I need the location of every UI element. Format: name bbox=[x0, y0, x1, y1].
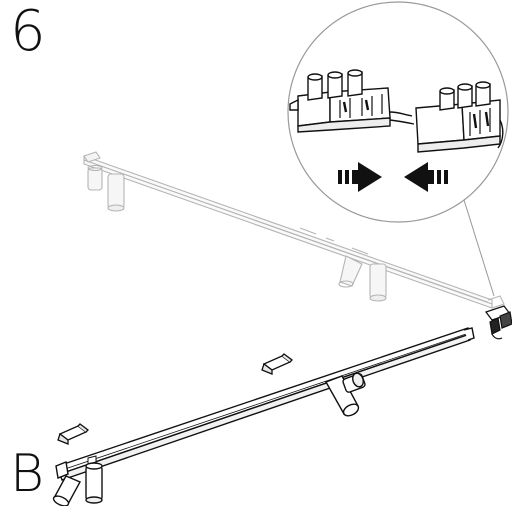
installed-track-ghost bbox=[83, 151, 505, 309]
spotlight-left-pair bbox=[52, 462, 103, 506]
detail-callout bbox=[287, 1, 509, 297]
spotlight-middle bbox=[324, 372, 366, 417]
terminal-block-connector-right-icon bbox=[415, 81, 504, 153]
ghost-spotlight-left bbox=[87, 164, 125, 212]
mounting-clip-upper bbox=[261, 353, 293, 375]
push-left-arrow-icon bbox=[404, 162, 448, 192]
part-label: B bbox=[10, 444, 45, 504]
terminal-block-connector-icon bbox=[289, 69, 415, 133]
mounting-clip-lower bbox=[57, 423, 89, 445]
step-number: 6 bbox=[10, 0, 46, 64]
ghost-spotlight-middle bbox=[338, 255, 387, 302]
push-right-arrow-icon bbox=[338, 162, 382, 192]
junction-connector bbox=[485, 305, 512, 340]
track-b bbox=[55, 327, 475, 481]
